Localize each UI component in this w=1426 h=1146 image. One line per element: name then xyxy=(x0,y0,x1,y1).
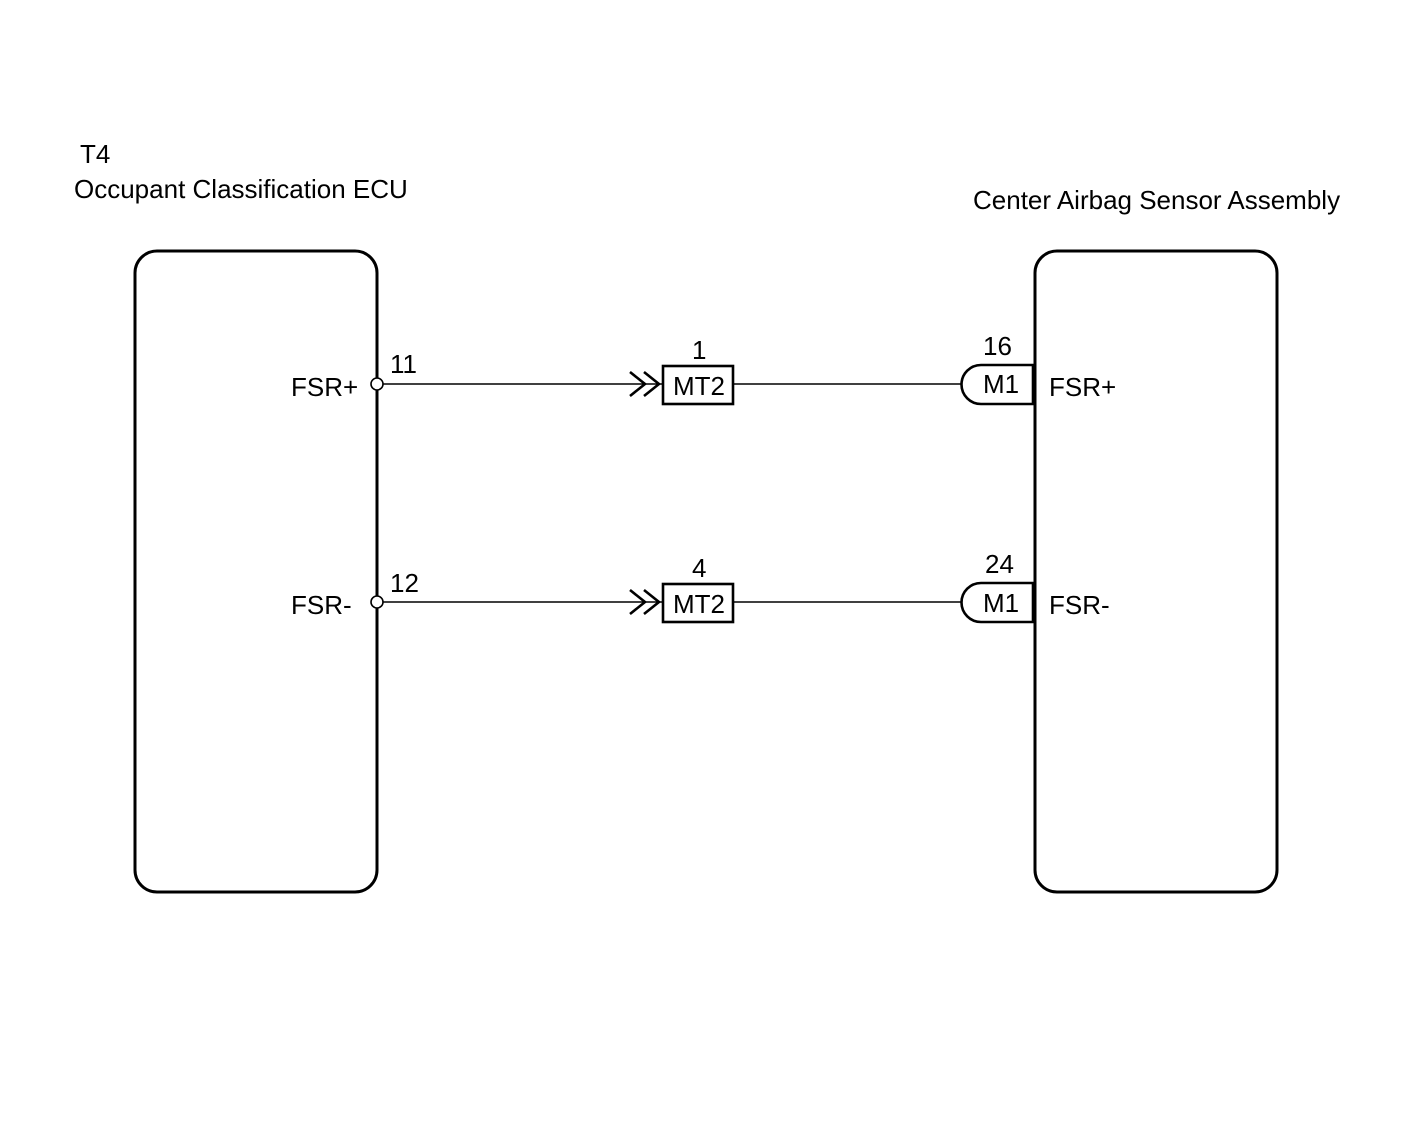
terminal-circle xyxy=(370,595,384,609)
wire-fsr-plus: FSR+ 11 1 MT2 16 M1 FSR+ xyxy=(291,331,1116,406)
right-signal-label: FSR- xyxy=(1049,590,1110,620)
right-connector-label: M1 xyxy=(983,588,1019,618)
right-connector-label: M1 xyxy=(983,369,1019,399)
mid-connector-label: MT2 xyxy=(673,589,725,619)
left-pin-number: 11 xyxy=(390,349,417,379)
mid-connector-box xyxy=(661,582,735,624)
connector-chevron xyxy=(629,370,648,398)
right-pin-number: 16 xyxy=(983,331,1012,361)
right-pin-number: 24 xyxy=(985,549,1014,579)
mid-pin-number: 1 xyxy=(692,335,706,365)
right-connector-box xyxy=(960,581,1035,624)
connector-chevron xyxy=(643,370,662,398)
right-component-name: Center Airbag Sensor Assembly xyxy=(973,185,1340,215)
connector-chevron xyxy=(629,588,648,616)
left-signal-label: FSR- xyxy=(291,590,352,620)
mid-connector-label: MT2 xyxy=(673,371,725,401)
right-component-box xyxy=(1033,249,1279,894)
right-connector-box xyxy=(960,363,1035,406)
mid-pin-number: 4 xyxy=(692,553,706,583)
right-signal-label: FSR+ xyxy=(1049,372,1116,402)
left-signal-label: FSR+ xyxy=(291,372,358,402)
connector-chevron xyxy=(643,588,662,616)
left-component-box xyxy=(133,249,379,894)
left-component-name: Occupant Classification ECU xyxy=(74,174,408,204)
terminal-circle xyxy=(370,377,384,391)
wire-fsr-minus: FSR- 12 4 MT2 24 M1 FSR- xyxy=(291,549,1110,624)
left-pin-number: 12 xyxy=(390,568,419,598)
mid-connector-box xyxy=(661,364,735,406)
left-component-code: T4 xyxy=(80,139,110,169)
